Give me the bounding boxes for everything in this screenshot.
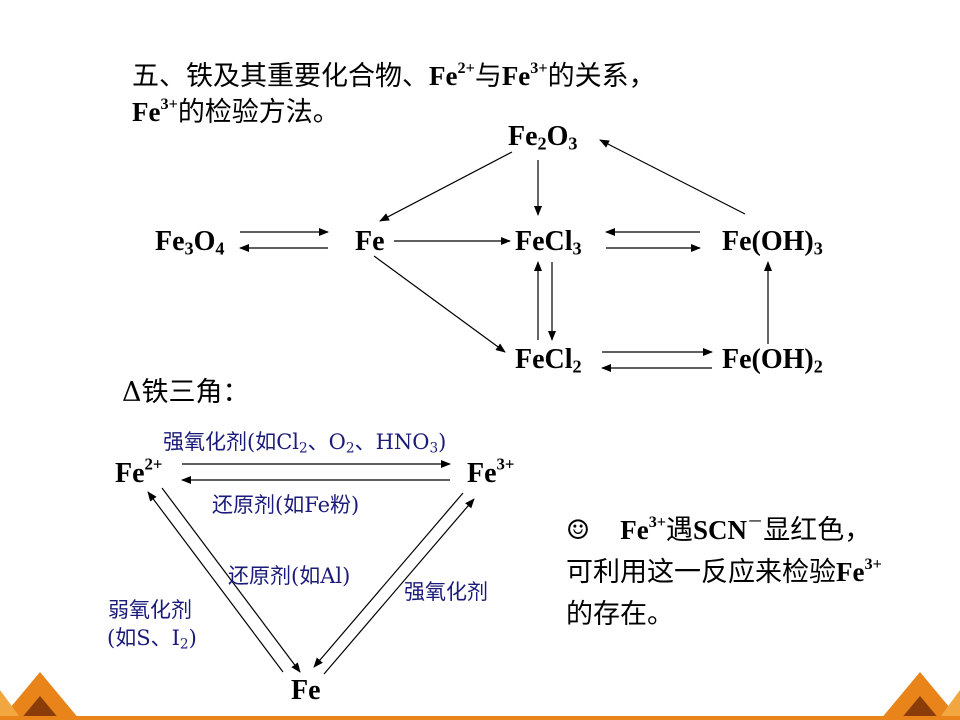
scn-symbol: SCN <box>693 515 748 545</box>
label-strong-oxidizer: 强氧化剂 <box>404 580 488 604</box>
subscript: 2 <box>345 440 355 457</box>
note-text: 显红色， <box>763 515 872 546</box>
label-text: ) <box>438 430 447 454</box>
arrow-fe2-to-fe <box>161 487 301 673</box>
subscript: 3 <box>184 238 194 259</box>
subscript: 2 <box>179 636 189 653</box>
fe-symbol: Fe <box>620 515 649 545</box>
label-strong-oxidizer-examples: 强氧化剂(如Cl2、O2、HNO3) <box>163 426 446 456</box>
fe-symbol: Fe <box>836 557 865 587</box>
arrow-feoh3-to-fe2o3 <box>599 139 746 215</box>
o-symbol: O <box>193 226 216 257</box>
label-text: 强氧化剂(如Cl <box>163 430 299 454</box>
note-text: 遇 <box>666 515 694 546</box>
note-text: 可利用这一反应来检验 <box>566 557 836 588</box>
fe-symbol: Fe <box>501 61 531 91</box>
label-weak-oxidizer-examples: (如S、I2) <box>107 622 197 652</box>
formula-base: Fe(OH) <box>722 226 814 257</box>
label-reducer-al: 还原剂(如Al) <box>228 564 351 588</box>
charge-3plus: 3+ <box>530 58 548 77</box>
bottom-bar <box>0 716 960 720</box>
node-fe3plus: Fe3+ <box>467 456 514 490</box>
arrow-fe-to-fe3 <box>323 498 475 675</box>
arrow-fe-to-fe2 <box>147 491 284 673</box>
compound-fe: Fe <box>355 226 385 257</box>
o-symbol: O <box>546 121 569 152</box>
charge-2plus: 2+ <box>457 58 475 77</box>
fe-symbol: Fe <box>508 121 538 152</box>
node-fe2plus: Fe2+ <box>115 456 162 490</box>
label-text: (如S、I <box>107 626 180 650</box>
charge-3plus: 3+ <box>496 454 515 474</box>
charge-3plus: 3+ <box>864 554 882 573</box>
fe-symbol: Fe <box>467 458 497 489</box>
charge-3plus: 3+ <box>160 94 178 113</box>
fe-symbol: Fe <box>132 97 161 127</box>
charge-minus: － <box>747 511 764 531</box>
arrow-fe2o3-to-fe <box>379 151 513 222</box>
compound-fe2o3: Fe2O3 <box>508 121 578 153</box>
arrow-fe3-to-fe <box>313 492 464 668</box>
note-line3: 的存在。 <box>566 599 674 630</box>
subscript: 3 <box>813 238 823 259</box>
charge-3plus: 3+ <box>648 512 667 531</box>
subscript: 2 <box>298 440 308 457</box>
subscript: 3 <box>572 238 582 259</box>
label-text: 、O <box>307 430 346 454</box>
label-reducer-fe-powder: 还原剂(如Fe粉) <box>212 493 360 517</box>
title-text: 的检验方法。 <box>177 97 340 128</box>
label-text: 、HNO <box>354 430 430 454</box>
compound-fe3o4: Fe3O4 <box>155 226 225 258</box>
formula-base: Fe(OH) <box>722 344 814 375</box>
slide-title-line2: Fe3+的检验方法。 <box>132 94 340 131</box>
label-text: ) <box>188 626 197 650</box>
title-text: 五、铁及其重要化合物、 <box>132 61 429 92</box>
subscript: 3 <box>568 133 578 154</box>
title-text: 的关系， <box>547 61 656 92</box>
triangle-heading: Δ铁三角： <box>122 377 250 408</box>
compound-feoh2: Fe(OH)2 <box>722 344 823 376</box>
subscript: 2 <box>813 356 823 377</box>
subscript: 4 <box>215 238 225 259</box>
charge-2plus: 2+ <box>144 454 163 474</box>
compound-fecl2: FeCl2 <box>515 344 582 376</box>
note-line1: ☺ Fe3+遇SCN－显红色， <box>566 508 871 547</box>
compound-fecl3: FeCl3 <box>515 226 582 258</box>
corner-decoration-left <box>0 672 80 720</box>
note-line2: 可利用这一反应来检验Fe3+ <box>566 550 882 589</box>
subscript: 3 <box>429 440 439 457</box>
title-connector: 与 <box>474 61 502 92</box>
subscript: 2 <box>537 133 547 154</box>
fe-symbol: Fe <box>115 458 145 489</box>
label-weak-oxidizer: 弱氧化剂 <box>108 598 192 622</box>
subscript: 2 <box>572 356 582 377</box>
formula-base: FeCl <box>515 226 573 257</box>
fe-symbol: Fe <box>429 61 458 91</box>
fe-symbol: Fe <box>155 226 185 257</box>
corner-decoration-right <box>880 672 960 720</box>
slide-title-line1: 五、铁及其重要化合物、Fe2+与Fe3+的关系， <box>132 58 656 95</box>
arrow-fe-to-fecl2 <box>373 255 506 353</box>
node-fe: Fe <box>291 675 321 706</box>
smiley-icon: ☺ <box>566 515 591 546</box>
compound-feoh3: Fe(OH)3 <box>722 226 823 258</box>
formula-base: FeCl <box>515 344 573 375</box>
